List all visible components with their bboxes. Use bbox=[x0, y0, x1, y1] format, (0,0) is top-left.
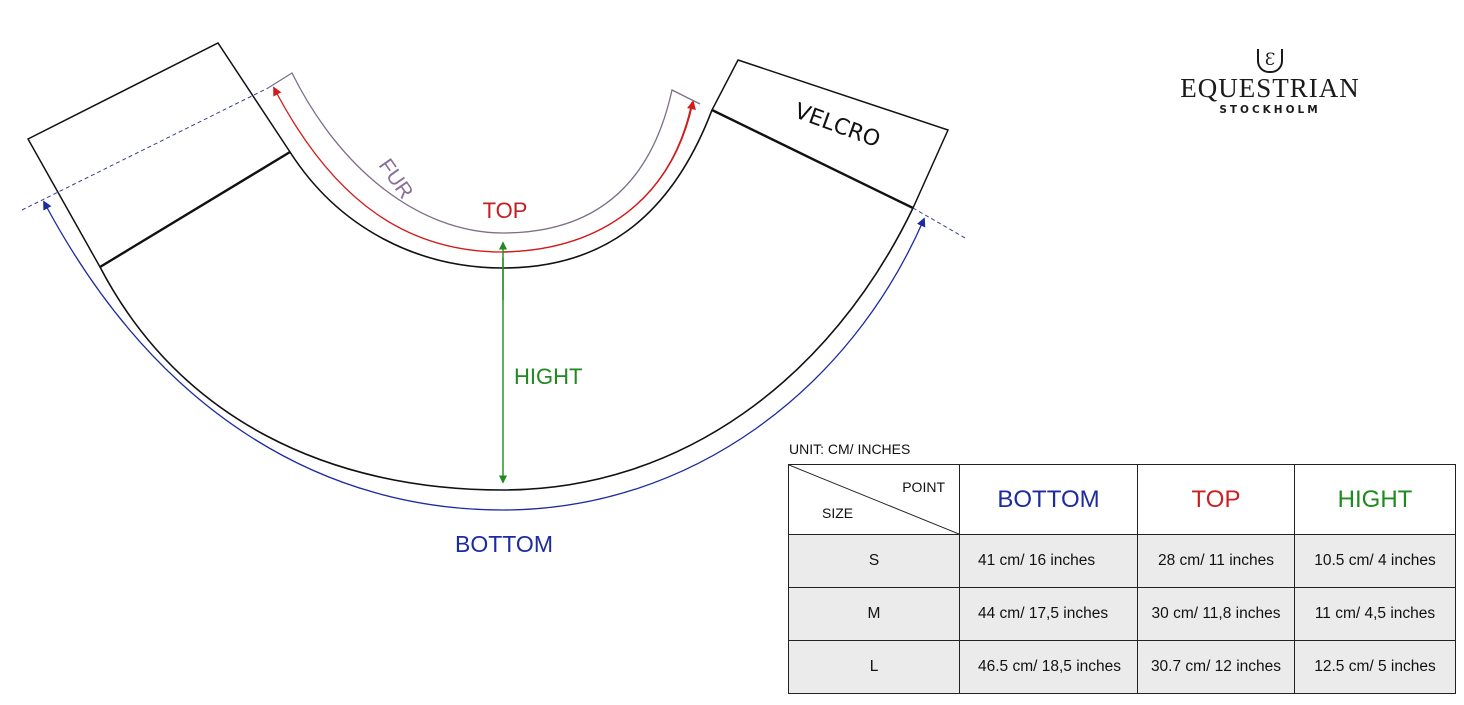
hight-cell: 10.5 cm/ 4 inches bbox=[1294, 534, 1456, 588]
bottom-cell: 44 cm/ 17,5 inches bbox=[959, 587, 1138, 641]
table-header-row: POINT SIZE BOTTOM TOP HIGHT bbox=[788, 464, 1456, 535]
table-row: M 44 cm/ 17,5 inches 30 cm/ 11,8 inches … bbox=[788, 587, 1456, 641]
inner-arc bbox=[289, 109, 713, 269]
left-tab-seam bbox=[99, 150, 291, 269]
horseshoe-e-icon: Ɛ bbox=[1165, 44, 1375, 73]
right-dashed-line bbox=[912, 207, 966, 239]
left-dashed-line bbox=[21, 87, 269, 211]
top-cell: 30.7 cm/ 12 inches bbox=[1137, 640, 1295, 694]
header-hight: HIGHT bbox=[1294, 464, 1456, 535]
outer-arc bbox=[99, 207, 914, 491]
fur-outline bbox=[267, 72, 701, 234]
hight-label: HIGHT bbox=[514, 364, 582, 389]
bottom-label: BOTTOM bbox=[455, 531, 553, 557]
corner-size-label: SIZE bbox=[822, 505, 854, 521]
velcro-tab-seam bbox=[711, 108, 914, 210]
hight-cell: 11 cm/ 4,5 inches bbox=[1294, 587, 1456, 641]
hight-cell: 12.5 cm/ 5 inches bbox=[1294, 640, 1456, 694]
size-cell: M bbox=[788, 587, 960, 641]
top-measure-line bbox=[273, 86, 693, 253]
diagonal-divider bbox=[789, 465, 959, 534]
equestrian-stockholm-logo: Ɛ EQUESTRIAN STOCKHOLM bbox=[1165, 44, 1375, 117]
corner-point-label: POINT bbox=[902, 479, 945, 495]
size-cell: L bbox=[788, 640, 960, 694]
size-cell: S bbox=[788, 534, 960, 588]
velcro-label: VELCRO bbox=[791, 99, 883, 153]
left-tab bbox=[26, 42, 292, 269]
table-row: S 41 cm/ 16 inches 28 cm/ 11 inches 10.5… bbox=[788, 534, 1456, 588]
bottom-cell: 41 cm/ 16 inches bbox=[959, 534, 1138, 588]
size-table: POINT SIZE BOTTOM TOP HIGHT S 41 cm/ 16 … bbox=[788, 464, 1456, 694]
top-label: TOP bbox=[483, 198, 528, 223]
top-cell: 28 cm/ 11 inches bbox=[1137, 534, 1295, 588]
bottom-measure-line-left bbox=[43, 200, 504, 511]
header-top: TOP bbox=[1137, 464, 1295, 535]
logo-city: STOCKHOLM bbox=[1219, 104, 1321, 116]
logo-brand: EQUESTRIAN bbox=[1180, 73, 1360, 103]
table-row: L 46.5 cm/ 18,5 inches 30.7 cm/ 12 inche… bbox=[788, 640, 1456, 694]
top-cell: 30 cm/ 11,8 inches bbox=[1137, 587, 1295, 641]
bottom-measure-line-right bbox=[502, 217, 926, 511]
top-measure-arrow-right bbox=[502, 100, 696, 253]
header-bottom: BOTTOM bbox=[959, 464, 1138, 535]
bottom-cell: 46.5 cm/ 18,5 inches bbox=[959, 640, 1138, 694]
collar-pattern-diagram: VELCRO FUR TOP BOTTOM HIGHT bbox=[21, 42, 966, 557]
logo-mark: Ɛ bbox=[1257, 49, 1283, 73]
corner-cell: POINT SIZE bbox=[788, 464, 960, 535]
fur-label: FUR bbox=[374, 155, 418, 204]
unit-label: UNIT: CM/ INCHES bbox=[789, 441, 911, 457]
